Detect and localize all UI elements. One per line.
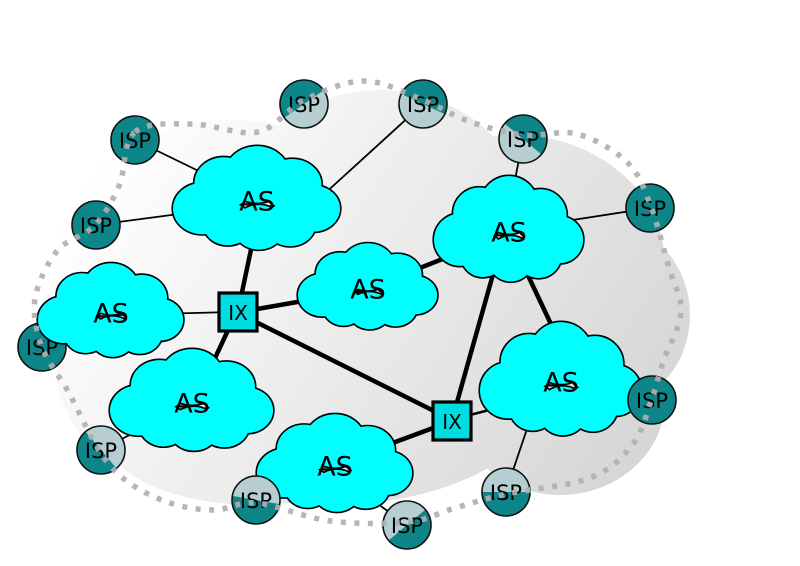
isp-circle (625, 183, 675, 233)
as-cloud-lobe-fill (461, 233, 505, 278)
ix-label: IX (442, 410, 462, 434)
isp-cloud-overlap-segment (284, 90, 328, 128)
as-label: AS (317, 452, 353, 483)
isp-node: ISP (382, 500, 432, 550)
isp-cloud-overlap-segment (482, 468, 530, 492)
as-label: AS (491, 218, 527, 249)
as-label: AS (239, 187, 275, 218)
isp-circle (627, 375, 677, 425)
isp-node: ISP (481, 467, 531, 517)
as-cloud: AS (255, 412, 414, 514)
isp-circle (71, 200, 121, 250)
isp-node: ISP (110, 115, 160, 165)
isp-label: ISP (507, 128, 539, 152)
ix-nodes-layer: IX IX (217, 291, 473, 442)
isp-circle (110, 115, 160, 165)
ix-node: IX (431, 400, 473, 442)
isp-label: ISP (80, 214, 112, 238)
ix-label: IX (228, 301, 248, 325)
as-cloud-lobe-fill (323, 290, 364, 326)
as-label: AS (543, 368, 579, 399)
as-cloud-lobe-fill (64, 314, 107, 354)
isp-cloud-overlap-segment (383, 501, 425, 540)
isp-label: ISP (391, 514, 423, 538)
isp-cloud-overlap-segment (499, 124, 541, 163)
as-label: AS (93, 299, 129, 330)
as-cloud: AS (432, 174, 585, 284)
as-cloud-lobe-fill (285, 467, 331, 508)
isp-node: ISP (231, 475, 281, 525)
isp-node: ISP (625, 183, 675, 233)
as-clouds-layer: AS AS AS AS AS AS AS (36, 144, 643, 514)
as-label: AS (350, 275, 386, 306)
isp-node: ISP (71, 200, 121, 250)
as-label: AS (174, 389, 210, 420)
as-cloud: AS (296, 241, 439, 331)
isp-label: ISP (85, 439, 117, 463)
isp-node: ISP (498, 114, 548, 164)
isp-label: ISP (490, 481, 522, 505)
as-cloud-lobe-fill (203, 202, 253, 246)
ix-node: IX (217, 291, 259, 333)
as-cloud-lobe-fill (509, 383, 557, 431)
ix-square (217, 291, 259, 333)
isp-node: ISP (398, 79, 448, 129)
internet-boundary-dashed (31, 78, 684, 527)
as-cloud: AS (171, 144, 342, 252)
isp-cloud-overlap-segment (86, 426, 125, 468)
as-cloud: AS (108, 347, 275, 453)
isp-node: ISP (279, 79, 329, 129)
as-cloud: AS (36, 261, 185, 359)
internet-boundary-layer (31, 78, 684, 527)
isp-cloud-overlap-segment (233, 476, 280, 505)
isp-label: ISP (407, 93, 439, 117)
isp-nodes-layer: ISP ISP ISP ISP ISP ISP ISP ISP ISP ISP ISP (71, 79, 677, 550)
backbone-link-line (235, 310, 455, 423)
as-cloud: AS (478, 320, 643, 437)
as-cloud-lobe-fill (139, 404, 188, 447)
isp-cloud-overlap-segment (399, 94, 445, 128)
ix-square (431, 400, 473, 442)
isp-node: ISP (76, 425, 126, 475)
isp-node: ISP (627, 375, 677, 425)
isp-label: ISP (240, 489, 272, 513)
